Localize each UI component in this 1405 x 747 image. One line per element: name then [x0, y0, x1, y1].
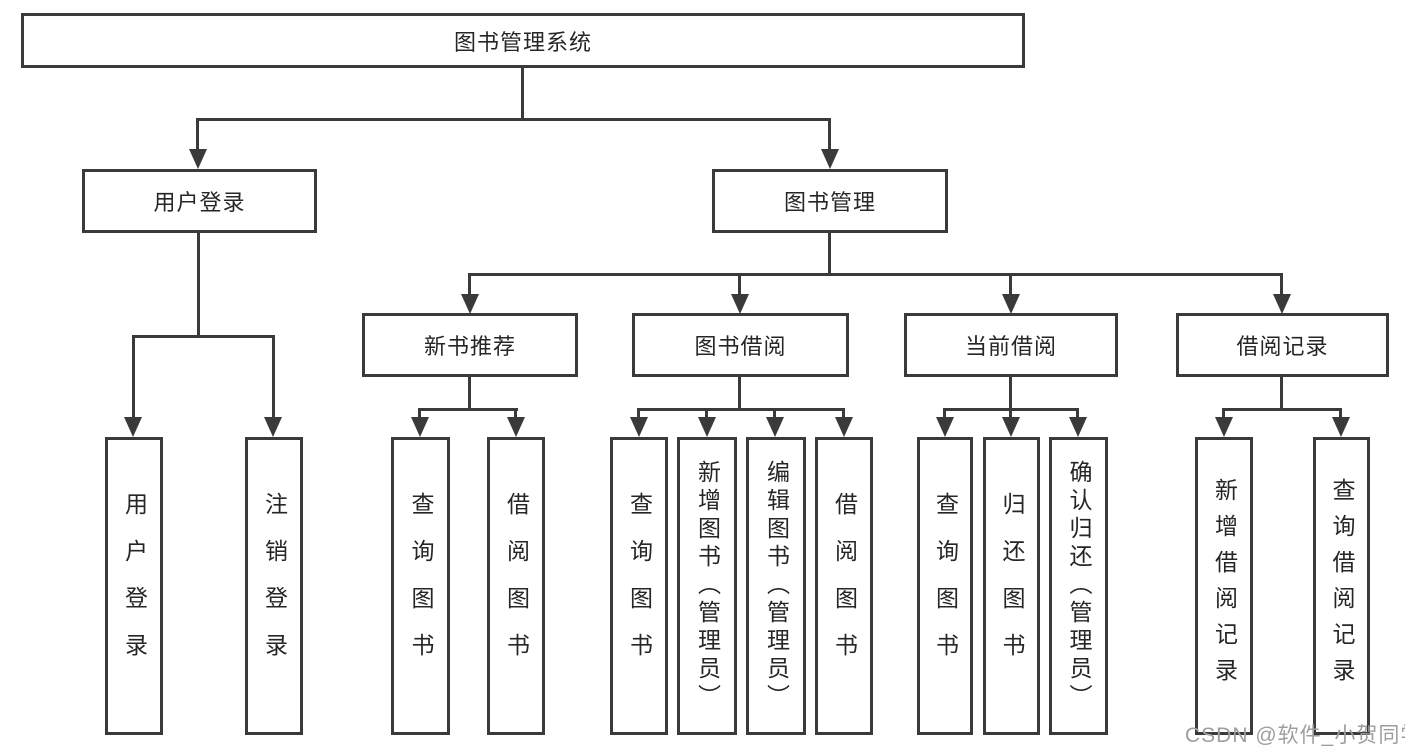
leaf-borrow-book-borrow: 借阅图书 [815, 437, 873, 735]
connector-user-login-split [132, 335, 275, 338]
connector-current-borrow-stub [1009, 377, 1012, 409]
connector-level2-split [468, 273, 1283, 276]
leaf-label: 用户登录 [121, 492, 148, 680]
node-book-management-label: 图书管理 [783, 190, 876, 215]
leaf-borrow-book-newbook: 借阅图书 [487, 437, 545, 735]
connector-borrow-records-split [1222, 408, 1342, 411]
connector-to-new-book [468, 273, 471, 296]
arrow-down-icon [698, 417, 716, 437]
leaf-label: 新增借阅记录 [1211, 478, 1238, 694]
leaf-label: 借阅图书 [831, 492, 858, 680]
arrow-down-icon [1273, 294, 1291, 314]
connector-book-borrow-stub [738, 377, 741, 409]
arrow-down-icon [835, 417, 853, 437]
connector-to-leaf-user-login [132, 335, 135, 417]
leaf-return-book: 归还图书 [983, 437, 1040, 735]
arrow-down-icon [461, 294, 479, 314]
connector-book-management-stub [828, 233, 831, 274]
arrow-down-icon [1069, 417, 1087, 437]
connector-user-login-stub [197, 233, 200, 336]
leaf-label: 查询图书 [932, 492, 959, 680]
arrow-down-icon [821, 149, 839, 169]
leaf-query-book-current: 查询图书 [917, 437, 973, 735]
leaf-label: 借阅图书 [503, 492, 530, 680]
connector-to-book-management [828, 118, 831, 151]
arrow-down-icon [189, 149, 207, 169]
connector-leaf [705, 408, 708, 419]
connector-leaf [637, 408, 640, 419]
leaf-confirm-return-admin: 确认归还（管理员） [1049, 437, 1108, 735]
connector-level1-split [196, 118, 831, 121]
leaf-label: 查询借阅记录 [1329, 478, 1355, 694]
connector-to-current-borrow [1009, 273, 1012, 296]
arrow-down-icon [264, 417, 282, 437]
leaf-query-borrow-record: 查询借阅记录 [1313, 437, 1370, 735]
connector-leaf [773, 408, 776, 419]
leaf-label: 注销登录 [261, 492, 288, 680]
leaf-label: 查询图书 [626, 492, 653, 680]
connector-root-stub [521, 68, 524, 118]
node-book-borrow: 图书借阅 [632, 313, 849, 377]
leaf-label: 归还图书 [999, 492, 1025, 680]
arrow-down-icon [766, 417, 784, 437]
node-root: 图书管理系统 [21, 13, 1025, 68]
connector-to-borrow-records [1280, 273, 1283, 296]
connector-leaf [842, 408, 845, 419]
connector-new-book-stub [468, 377, 471, 409]
arrow-down-icon [731, 294, 749, 314]
connector-leaf [943, 408, 946, 419]
leaf-query-book-borrow: 查询图书 [610, 437, 668, 735]
leaf-label: 编辑图书（管理员） [763, 460, 790, 712]
connector-borrow-records-stub [1280, 377, 1283, 409]
connector-leaf [1009, 408, 1012, 419]
arrow-down-icon [630, 417, 648, 437]
connector-leaf [1339, 408, 1342, 419]
leaf-add-book-admin: 新增图书（管理员） [677, 437, 737, 735]
connector-leaf [514, 408, 517, 419]
leaf-label: 查询图书 [408, 492, 434, 680]
node-root-label: 图书管理系统 [453, 29, 592, 55]
node-borrow-records-label: 借阅记录 [1236, 334, 1329, 359]
csdn-watermark: CSDN @软件_小贺同学 [1185, 724, 1405, 747]
arrow-down-icon [124, 417, 142, 437]
node-user-login-label: 用户登录 [153, 190, 246, 215]
connector-new-book-split [418, 408, 518, 411]
leaf-logout: 注销登录 [245, 437, 303, 735]
node-book-borrow-label: 图书借阅 [694, 334, 787, 359]
arrow-down-icon [1332, 417, 1350, 437]
leaf-add-borrow-record: 新增借阅记录 [1195, 437, 1253, 735]
leaf-label: 新增图书（管理员） [694, 460, 721, 712]
node-user-login: 用户登录 [82, 169, 317, 233]
node-current-borrow: 当前借阅 [904, 313, 1118, 377]
connector-to-book-borrow [738, 273, 741, 296]
leaf-label: 确认归还（管理员） [1066, 460, 1092, 712]
connector-book-borrow-split [637, 408, 845, 411]
connector-to-user-login [196, 118, 199, 151]
connector-to-leaf-logout [272, 335, 275, 417]
arrow-down-icon [936, 417, 954, 437]
arrow-down-icon [1215, 417, 1233, 437]
node-new-book-recommend: 新书推荐 [362, 313, 578, 377]
leaf-user-login: 用户登录 [105, 437, 163, 735]
node-current-borrow-label: 当前借阅 [964, 334, 1057, 359]
arrow-down-icon [1002, 417, 1020, 437]
connector-leaf [1222, 408, 1225, 419]
arrow-down-icon [507, 417, 525, 437]
node-borrow-records: 借阅记录 [1176, 313, 1389, 377]
leaf-edit-book-admin: 编辑图书（管理员） [746, 437, 806, 735]
arrow-down-icon [1002, 294, 1020, 314]
arrow-down-icon [411, 417, 429, 437]
connector-leaf [1076, 408, 1079, 419]
connector-leaf [418, 408, 421, 419]
node-book-management: 图书管理 [712, 169, 948, 233]
node-new-book-recommend-label: 新书推荐 [423, 334, 516, 359]
leaf-query-book-newbook: 查询图书 [391, 437, 450, 735]
